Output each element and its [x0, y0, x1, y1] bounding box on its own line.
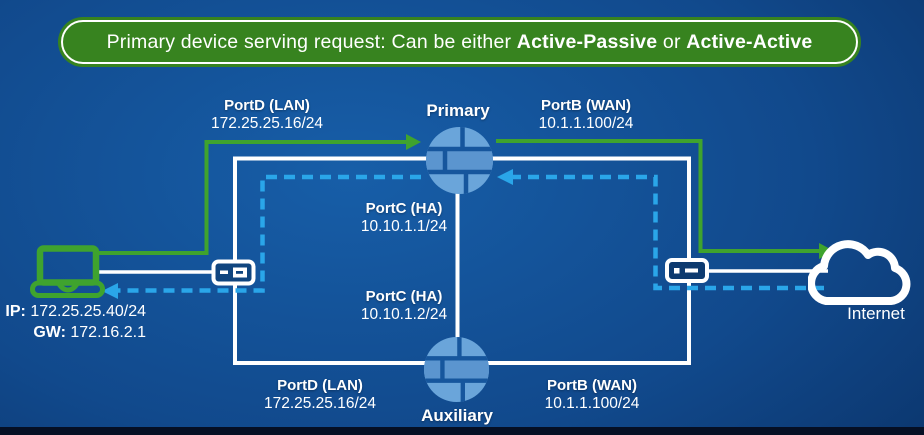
auxiliary-wan-port-label: PortB (WAN) 10.1.1.100/24 [544, 377, 640, 413]
client-ip-line: IP: 172.25.25.40/24 [5, 303, 146, 320]
primary-ha-port-label: PortC (HA) 10.10.1.1/24 [360, 200, 448, 236]
firewall-icon [426, 127, 493, 194]
switch-icon [211, 259, 256, 286]
reply-internet-to-primary [512, 174, 824, 291]
auxiliary-lan-port-label: PortD (LAN) 172.25.25.16/24 [263, 377, 377, 413]
request-path-solid [98, 139, 820, 255]
cloud-icon [808, 240, 911, 305]
bottom-border-strip [0, 427, 924, 435]
reply-arrowheads [102, 169, 513, 299]
arrowhead-into-primary [497, 169, 513, 185]
switch-icon [665, 258, 709, 283]
arrowhead-into-client [102, 283, 118, 299]
primary-wan-port-label: PortB (WAN) 10.1.1.100/24 [538, 97, 634, 133]
auxiliary-ha-port-label: PortC (HA) 10.10.1.2/24 [360, 288, 448, 324]
client-address-label: IP: 172.25.25.40/24 GW: 172.16.2.1 [0, 301, 146, 343]
auxiliary-device-label: Auxiliary [421, 406, 493, 425]
internet-label: Internet [847, 304, 905, 323]
title-banner: Primary device serving request: Can be e… [58, 17, 861, 67]
client-gw-line: GW: 172.16.2.1 [33, 324, 146, 342]
request-primary-to-internet [496, 139, 820, 253]
laptop-icon [30, 245, 105, 298]
primary-device-label: Primary [426, 101, 490, 120]
reply-primary-to-client [117, 174, 421, 293]
primary-lan-port-label: PortD (LAN) 172.25.25.16/24 [210, 97, 324, 133]
firewall-icon [423, 336, 490, 403]
request-client-to-primary [98, 140, 407, 255]
reply-path-dashed [117, 174, 824, 293]
arrowhead-into-primary-green [406, 134, 421, 150]
title-banner-text: Primary device serving request: Can be e… [106, 30, 813, 53]
